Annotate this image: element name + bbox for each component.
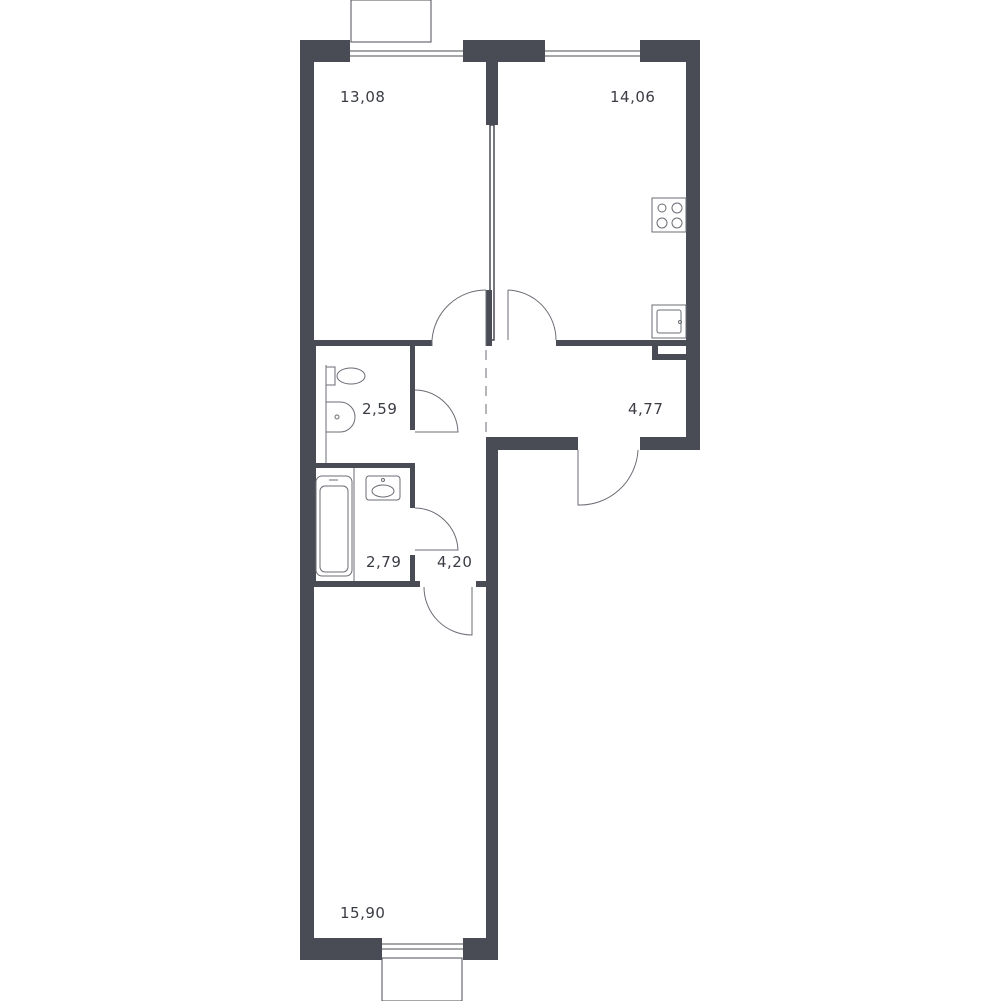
door-swing-icon bbox=[423, 586, 473, 636]
room-area-bedroom-bottom: 15,90 bbox=[340, 904, 385, 922]
door-swing-icon bbox=[414, 507, 459, 551]
windows bbox=[350, 50, 640, 950]
window-icon bbox=[350, 50, 463, 57]
doors bbox=[414, 289, 639, 636]
toilet-icon bbox=[325, 366, 366, 386]
window-icon bbox=[545, 50, 640, 57]
bathtub-icon bbox=[315, 475, 353, 577]
room-area-hall: 4,77 bbox=[628, 400, 663, 418]
stove-icon bbox=[651, 197, 687, 233]
window-icon bbox=[382, 943, 463, 950]
room-area-bathroom: 2,79 bbox=[366, 553, 401, 571]
balcony-bottom bbox=[381, 957, 463, 1001]
washbasin-icon bbox=[326, 401, 356, 433]
room-area-bedroom-top: 13,08 bbox=[340, 88, 385, 106]
kitchen-sink-icon bbox=[651, 304, 687, 339]
door-swing-icon bbox=[577, 449, 639, 506]
door-swing-icon bbox=[431, 289, 487, 346]
washbasin-icon bbox=[365, 475, 401, 501]
door-swing-icon bbox=[414, 389, 459, 433]
door-swing-icon bbox=[507, 289, 557, 341]
walls bbox=[300, 40, 700, 960]
room-area-kitchen: 14,06 bbox=[610, 88, 655, 106]
room-area-toilet: 2,59 bbox=[362, 400, 397, 418]
room-area-corridor: 4,20 bbox=[437, 553, 472, 571]
room-labels: 13,08 14,06 2,59 4,77 2,79 4,20 15,90 bbox=[340, 88, 663, 922]
balcony-top bbox=[350, 0, 432, 43]
